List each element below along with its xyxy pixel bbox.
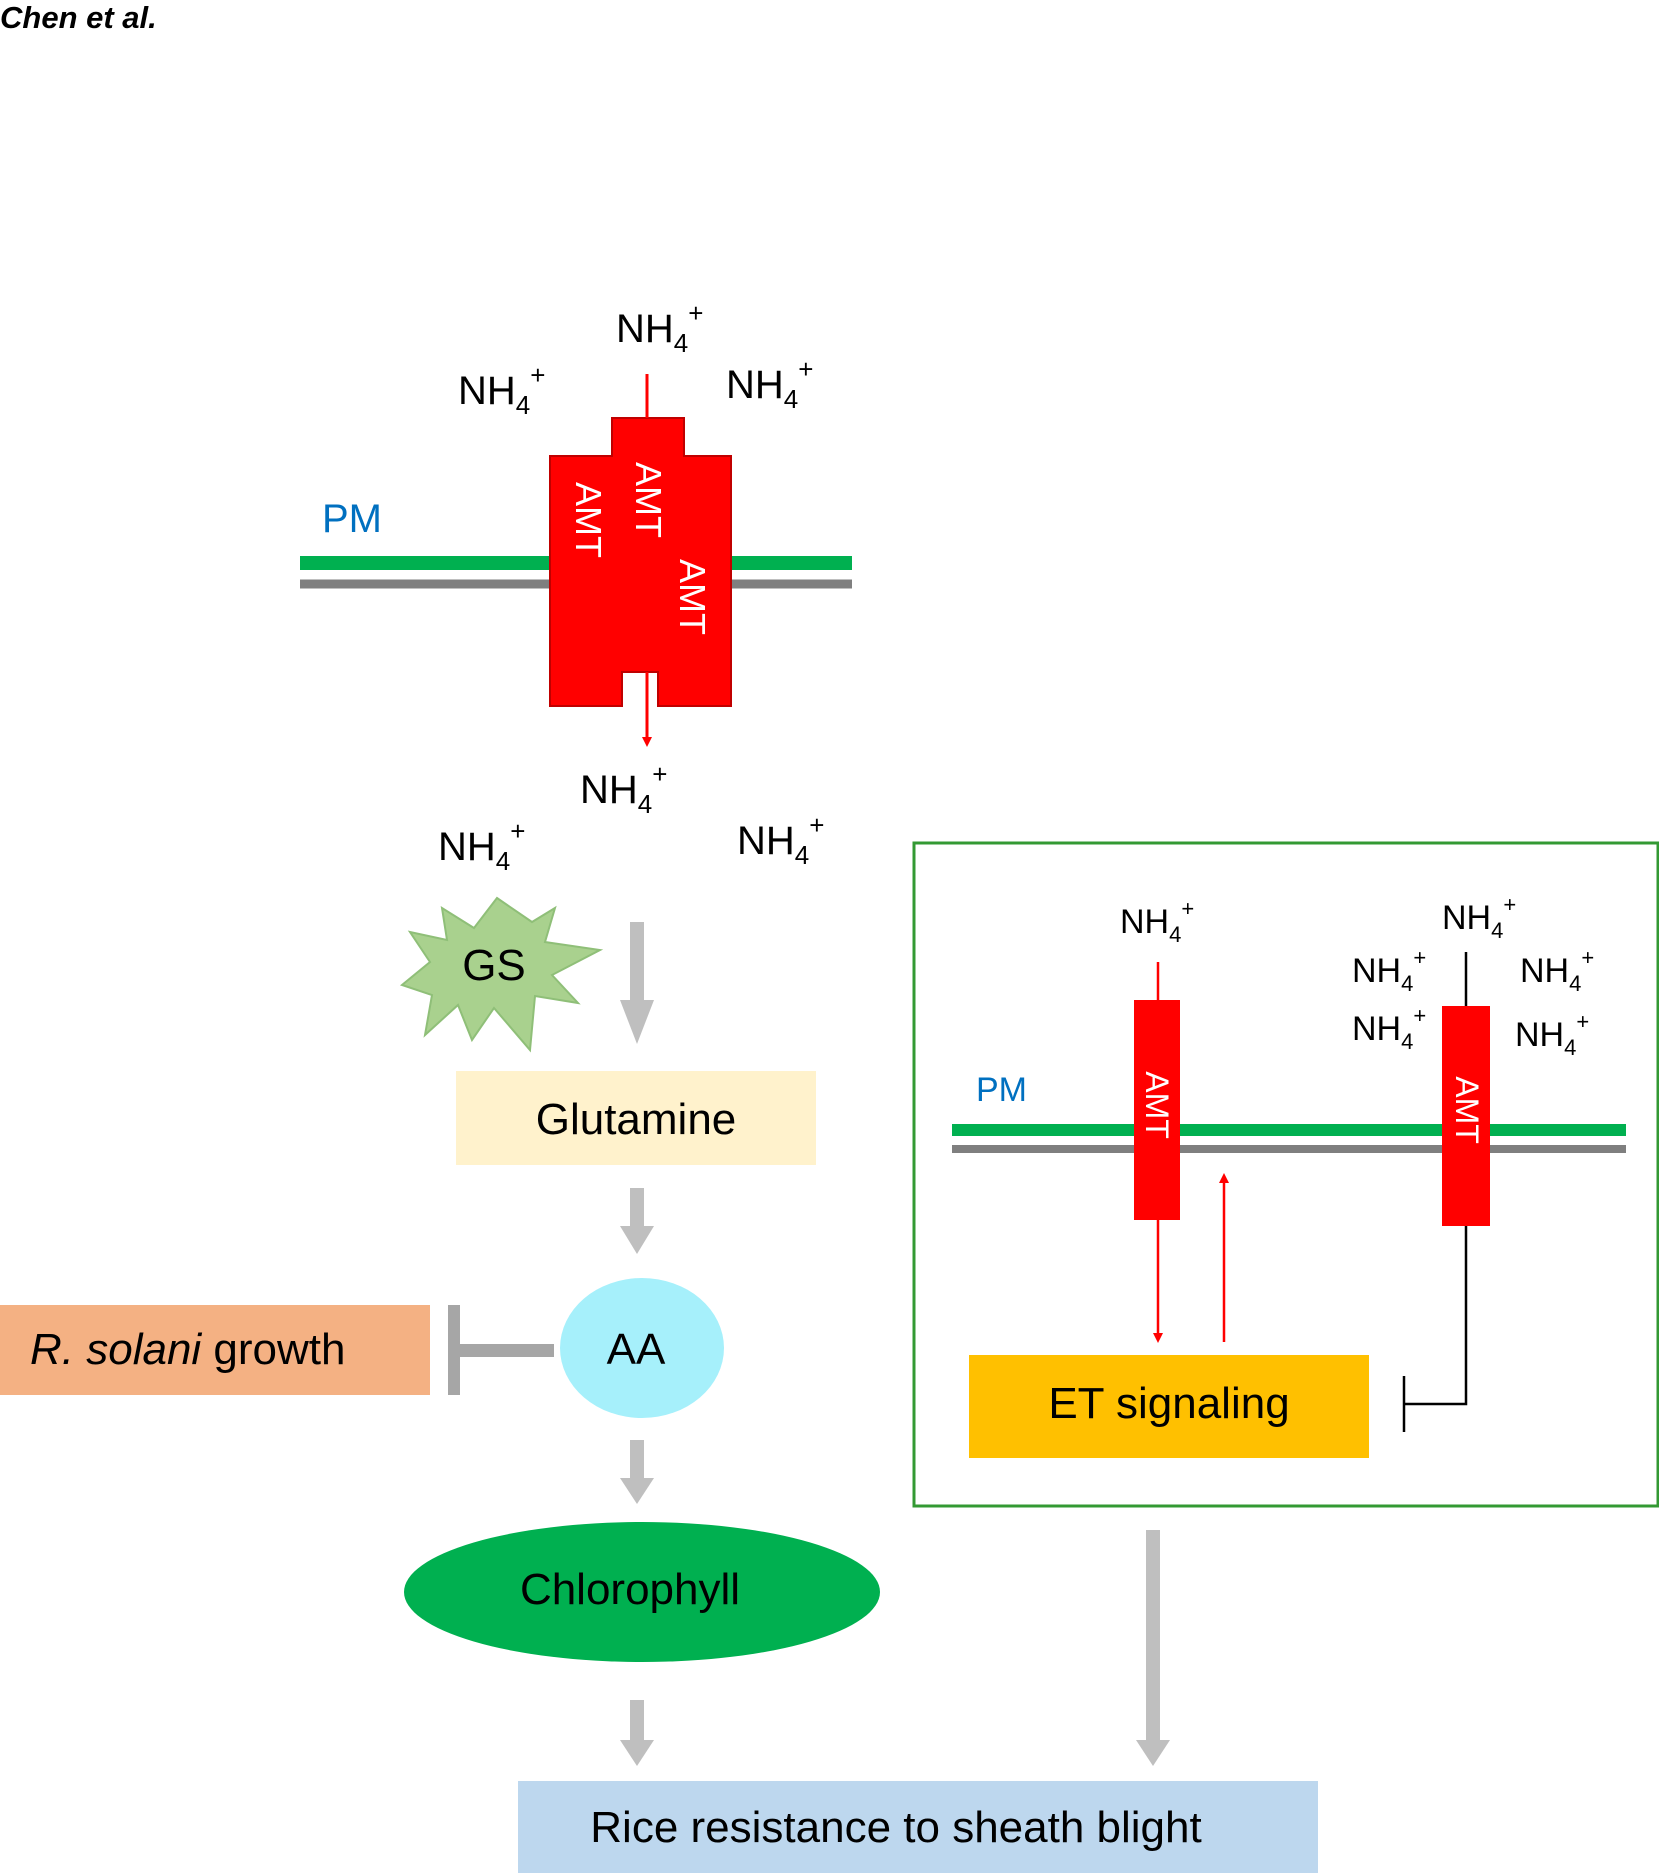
aa-ellipse — [560, 1278, 724, 1418]
inset-box — [912, 841, 1659, 1508]
aa-label: AA — [607, 1325, 666, 1374]
gray-arrow — [620, 1700, 654, 1766]
inset-amt-right-label: AMT — [1449, 1076, 1485, 1144]
gray-arrow — [620, 1440, 654, 1504]
gs-label: GS — [462, 941, 526, 990]
rsolani-label: R. solani growth — [30, 1325, 345, 1374]
nh4-ion: NH4+ — [1120, 896, 1194, 947]
gray-arrow — [1136, 1530, 1170, 1766]
chlorophyll-label: Chlorophyll — [520, 1565, 740, 1614]
nh4-ion: NH4+ — [1352, 1003, 1426, 1054]
amt-label-right: AMT — [672, 559, 713, 635]
aa-inhibits-rsolani — [448, 1305, 554, 1395]
et-signaling-label: ET signaling — [1048, 1379, 1289, 1428]
nh4-ion: NH4+ — [1442, 892, 1516, 943]
rsolani-box — [0, 1305, 430, 1395]
inset-amt-left-label: AMT — [1139, 1071, 1175, 1139]
nh4-ion: NH4+ — [1515, 1009, 1589, 1060]
inset-amt-right — [1442, 1006, 1490, 1226]
amt-label-left: AMT — [568, 482, 609, 558]
nh4-ion: NH4+ — [458, 360, 545, 420]
nh4-ion: NH4+ — [616, 298, 703, 358]
nh4-ion: NH4+ — [580, 759, 667, 819]
amt-label-center: AMT — [628, 462, 669, 538]
inset-membrane — [952, 1124, 1626, 1153]
nh4-ion: NH4+ — [1352, 945, 1426, 996]
nh4-ion: NH4+ — [438, 816, 525, 876]
inset-pm-label: PM — [976, 1071, 1027, 1109]
outcome-box — [518, 1781, 1318, 1873]
nh4-ion: NH4+ — [726, 354, 813, 414]
main-pm-label: PM — [322, 497, 382, 541]
amt-complex: AMT AMT AMT — [549, 417, 732, 707]
chlorophyll-ellipse — [404, 1522, 880, 1662]
gs-starburst — [399, 896, 604, 1053]
glutamine-label: Glutamine — [536, 1095, 737, 1144]
outcome-label: Rice resistance to sheath blight — [590, 1803, 1201, 1852]
inset-amt-right-inhibits-et — [1404, 1226, 1468, 1406]
glutamine-box — [456, 1071, 816, 1165]
author-header: Chen et al. — [0, 0, 157, 35]
gray-arrow — [620, 1188, 654, 1254]
nh4-ion: NH4+ — [737, 810, 824, 870]
et-signaling-box — [969, 1355, 1369, 1458]
inset-amt-left — [1134, 1000, 1180, 1220]
nh4-ion: NH4+ — [1520, 945, 1594, 996]
gray-arrow — [620, 922, 654, 1044]
